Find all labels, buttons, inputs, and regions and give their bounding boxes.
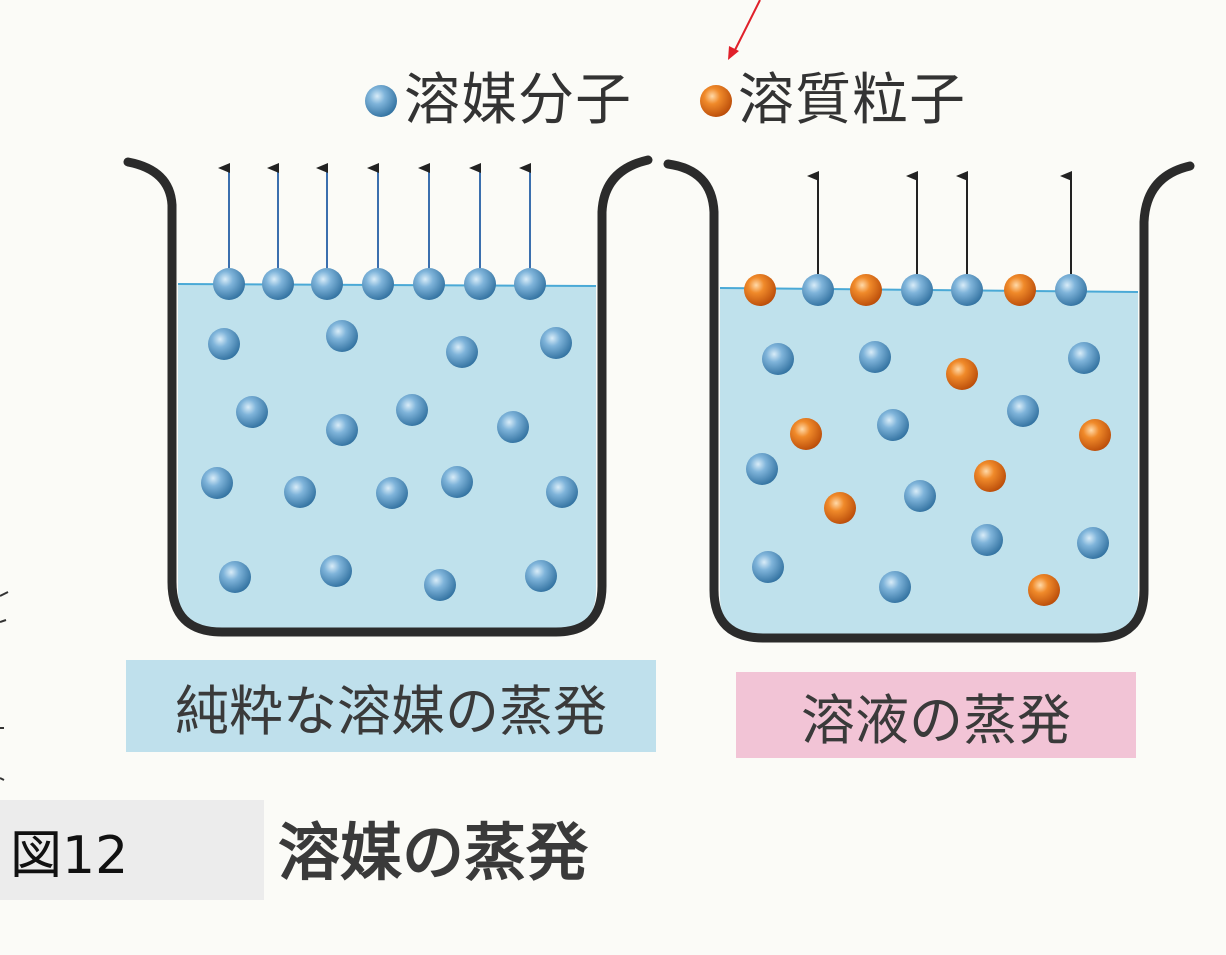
solvent-molecule (219, 561, 251, 593)
solvent-molecule (752, 551, 784, 583)
beaker-wall-right (663, 159, 1195, 643)
legend-solvent-label: 溶媒分子 (404, 68, 632, 133)
evaporation-arrows-left (218, 163, 531, 268)
solvent-molecule (311, 268, 343, 300)
solute-particle (744, 274, 776, 306)
solvent-molecule (1055, 274, 1087, 306)
solvent-molecule (320, 555, 352, 587)
solvent-molecule (762, 343, 794, 375)
panel-label-solution: 溶液の蒸発 (736, 672, 1136, 758)
solvent-molecule (464, 268, 496, 300)
solvent-molecule (208, 328, 240, 360)
solvent-molecule (441, 466, 473, 498)
legend-solute-ball (700, 85, 732, 117)
solute-particle (1004, 274, 1036, 306)
solvent-molecule (236, 396, 268, 428)
pointer-arrow (728, 0, 761, 60)
solvent-molecule (514, 268, 546, 300)
solvent-molecule (396, 394, 428, 426)
molecules-right (744, 274, 1111, 606)
solvent-molecule (262, 268, 294, 300)
solvent-molecule (497, 411, 529, 443)
scan-edge-marks (0, 591, 9, 781)
solvent-molecule (1068, 342, 1100, 374)
solvent-molecule (1077, 527, 1109, 559)
figure-number: 図12 (0, 800, 264, 900)
solute-particle (946, 358, 978, 390)
solvent-molecule (1007, 395, 1039, 427)
solvent-molecule (284, 476, 316, 508)
liquid-right (720, 288, 1138, 636)
solute-particle (974, 460, 1006, 492)
solvent-molecule (546, 476, 578, 508)
solvent-molecule (901, 274, 933, 306)
solute-particle (850, 274, 882, 306)
solvent-molecule (446, 336, 478, 368)
solvent-molecule (201, 467, 233, 499)
molecules-left (201, 268, 578, 601)
solvent-molecule (802, 274, 834, 306)
beaker-wall-left (123, 155, 653, 637)
solvent-molecule (904, 480, 936, 512)
solvent-molecule (413, 268, 445, 300)
solvent-molecule (859, 341, 891, 373)
evaporation-arrows-right (807, 171, 1072, 274)
legend-solvent-ball (365, 85, 397, 117)
solute-particle (790, 418, 822, 450)
solvent-molecule (540, 327, 572, 359)
solute-particle (824, 492, 856, 524)
solvent-molecule (746, 453, 778, 485)
panel-label-pure-solvent: 純粋な溶媒の蒸発 (126, 660, 656, 752)
solvent-molecule (971, 524, 1003, 556)
solvent-molecule (326, 414, 358, 446)
beaker-left (123, 155, 653, 637)
solvent-molecule (326, 320, 358, 352)
solvent-molecule (376, 477, 408, 509)
solute-particle (1028, 574, 1060, 606)
figure-title: 溶媒の蒸発 (278, 816, 589, 889)
solvent-molecule (213, 268, 245, 300)
solvent-molecule (362, 268, 394, 300)
solute-particle (1079, 419, 1111, 451)
solvent-molecule (424, 569, 456, 601)
solvent-molecule (951, 274, 983, 306)
legend-solute-label: 溶質粒子 (738, 68, 966, 133)
solvent-molecule (525, 560, 557, 592)
beaker-right (663, 159, 1195, 643)
solvent-molecule (879, 571, 911, 603)
solvent-molecule (877, 409, 909, 441)
liquid-left (178, 284, 596, 630)
